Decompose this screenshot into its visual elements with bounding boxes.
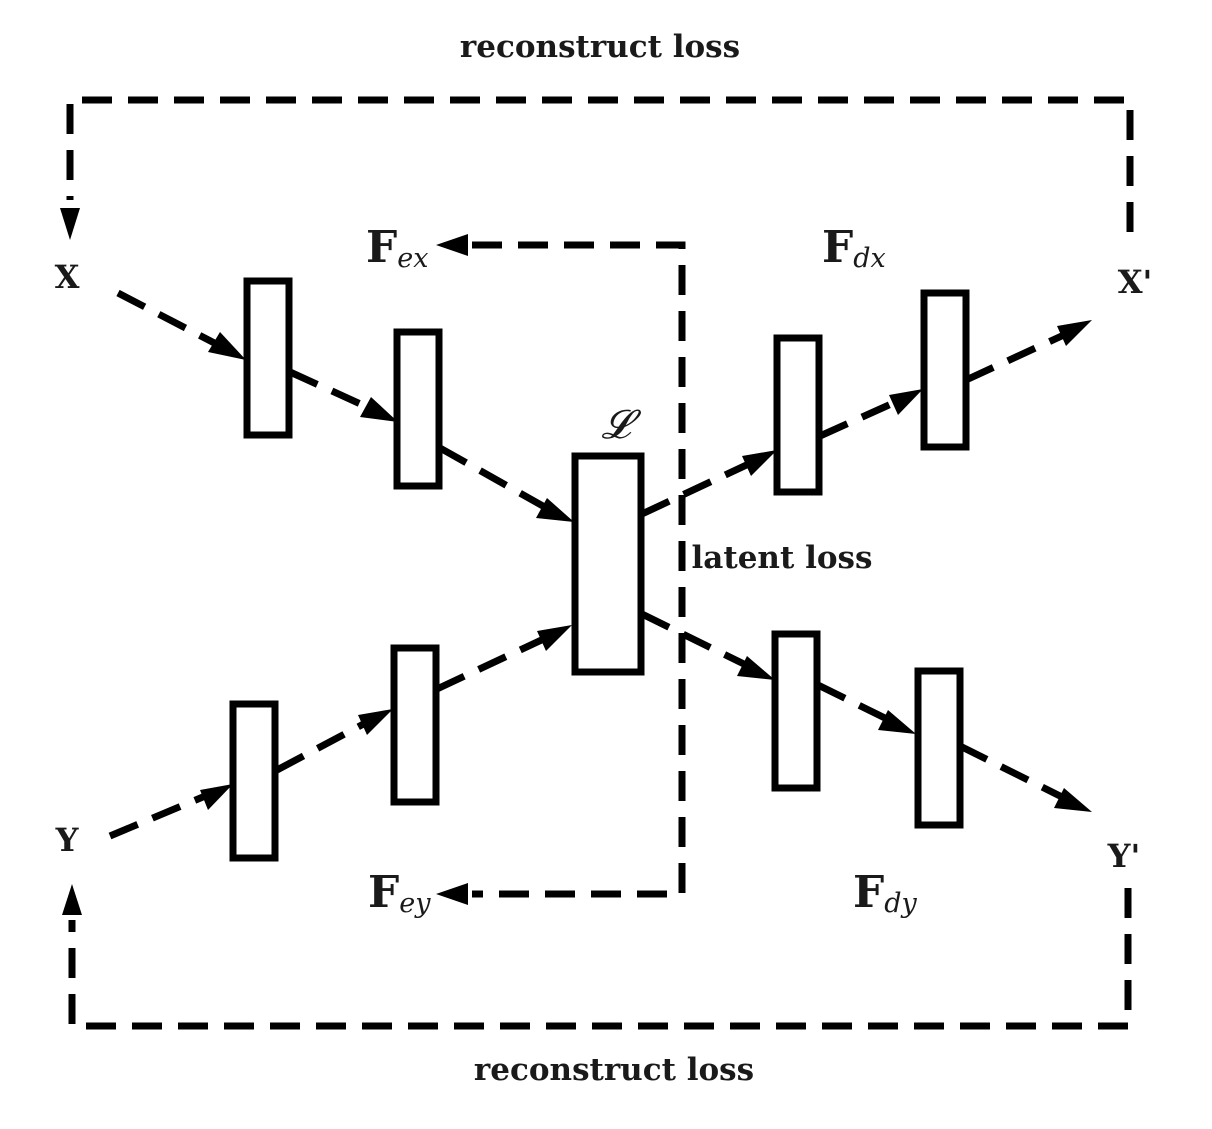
decoder-x-layer-2 [920, 289, 970, 451]
arrowhead-xout [1057, 320, 1092, 346]
edge-y-to-layer1 [108, 790, 212, 840]
decoder-y-label-main: F [853, 867, 884, 918]
edge-y-layer1-to-layer2 [275, 716, 373, 774]
edge-dy1-to-dy2 [816, 681, 895, 726]
decoder-y-label-sub: dy [884, 888, 917, 919]
arrowhead-latent-bottom [537, 625, 572, 651]
encoder-x-layer-1 [243, 277, 293, 439]
arrowhead-layer2 [360, 397, 398, 422]
edge-latent-to-dx1 [640, 457, 757, 518]
encoder-y-label-sub: ey [399, 888, 431, 919]
arrowhead-y-layer1 [200, 784, 233, 810]
encoder-x-label: Fex [366, 222, 428, 274]
bottom-loss-label: reconstruct loss [474, 1052, 754, 1088]
latent-loss-label: latent loss [692, 540, 873, 576]
encoder-y-label-main: F [368, 867, 399, 918]
arrowhead-dy2 [878, 710, 916, 734]
edge-y-layer2-to-latent [435, 632, 552, 693]
latent-loss-line [472, 241, 686, 898]
decoder-x-label: Fdx [822, 222, 886, 274]
decoder-y-label: Fdy [853, 867, 918, 919]
edge-dx1-to-dx2 [818, 396, 902, 440]
decoder-x-layer-1 [773, 334, 823, 496]
input-y-label: Y [55, 821, 80, 859]
encoder-y-layer-2 [390, 644, 440, 806]
output-x-label: X' [1118, 263, 1153, 301]
arrowhead-yout [1054, 788, 1092, 812]
latent-symbol: 𝓛 [601, 402, 641, 448]
arrowhead-y-layer2 [358, 709, 393, 735]
encoder-x-label-sub: ex [397, 243, 428, 274]
decoder-y-layer-1 [771, 630, 821, 792]
decoder-x-label-main: F [822, 222, 853, 273]
arrowhead-x-layer1 [208, 332, 246, 360]
decoder-y-layer-2 [914, 667, 964, 829]
arrowhead-latent-top [536, 498, 574, 522]
encoder-y-label: Fey [368, 867, 431, 919]
encoder-x-layer-2 [393, 328, 443, 490]
latent-loss-arrowhead-top [436, 234, 468, 256]
edge-layer1-to-layer2 [288, 368, 378, 415]
edge-layer2-to-latent [438, 444, 552, 514]
edge-dy2-to-yout [958, 742, 1070, 804]
top-reconstruct-loss-line [66, 96, 1134, 232]
encoder-y-layer-1 [229, 700, 279, 862]
arrowhead-dy1 [737, 656, 775, 680]
edge-dx2-to-xout [964, 330, 1068, 384]
edge-latent-to-dy1 [640, 610, 754, 672]
arrowhead-dx1 [742, 450, 777, 476]
latent-layer [571, 452, 645, 676]
arrowhead-dx2 [889, 389, 923, 415]
encoder-x-label-main: F [366, 222, 397, 273]
bottom-loss-arrowhead [62, 884, 82, 915]
top-loss-arrowhead [60, 208, 80, 240]
bottom-reconstruct-loss-line [68, 888, 1132, 1030]
decoder-x-label-sub: dx [853, 243, 886, 274]
output-y-label: Y' [1107, 837, 1141, 875]
top-loss-label: reconstruct loss [460, 29, 740, 65]
latent-loss-arrowhead-bottom [436, 883, 468, 905]
edge-x-to-layer1 [116, 289, 226, 352]
input-x-label: X [55, 258, 80, 296]
